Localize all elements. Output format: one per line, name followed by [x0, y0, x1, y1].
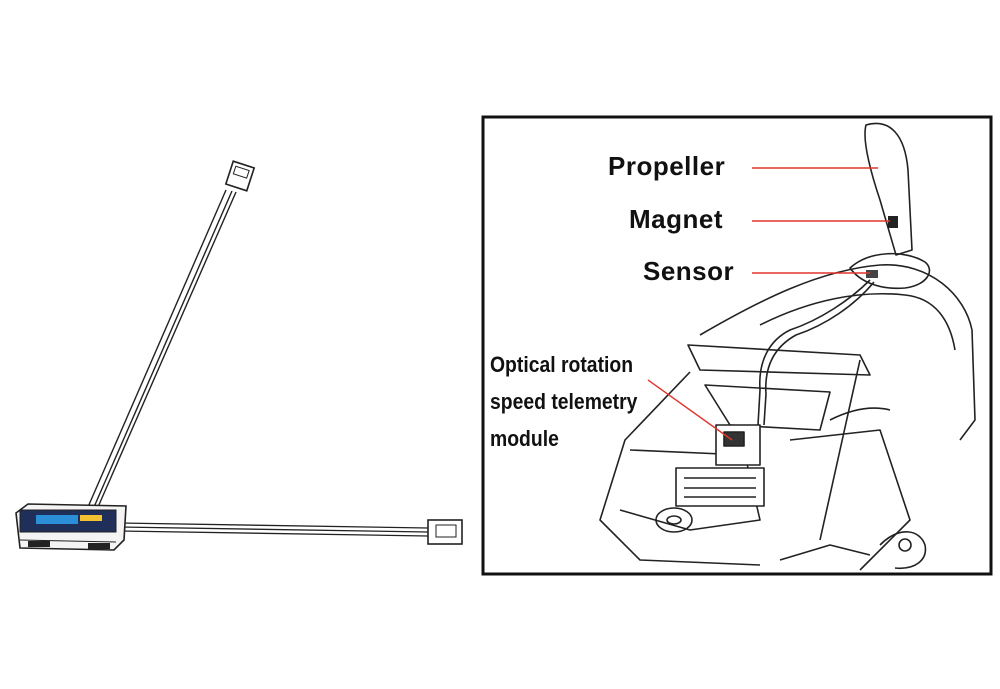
- aircraft-illustration: [599, 122, 976, 571]
- upper-connector: [224, 160, 256, 192]
- module-label: Optical rotation speed telemetry module: [490, 346, 637, 457]
- magnet-label: Magnet: [629, 204, 723, 234]
- sensor-marker: [866, 270, 878, 278]
- upper-lead-wire: [87, 189, 237, 508]
- module-label-line3: module: [490, 426, 559, 451]
- module-body: [15, 503, 127, 551]
- magnet-marker: [888, 216, 898, 228]
- module-leader-line: [647, 379, 733, 441]
- leader-lines: [647, 167, 890, 441]
- module-label-line2: speed telemetry: [490, 389, 638, 414]
- lower-lead-wire: [119, 522, 429, 537]
- sensor-label: Sensor: [643, 256, 735, 286]
- telemetry-module-illustration: [15, 160, 463, 551]
- propeller-label: Propeller: [608, 151, 726, 181]
- lower-connector: [427, 519, 463, 545]
- module-label-line1: Optical rotation: [490, 352, 634, 377]
